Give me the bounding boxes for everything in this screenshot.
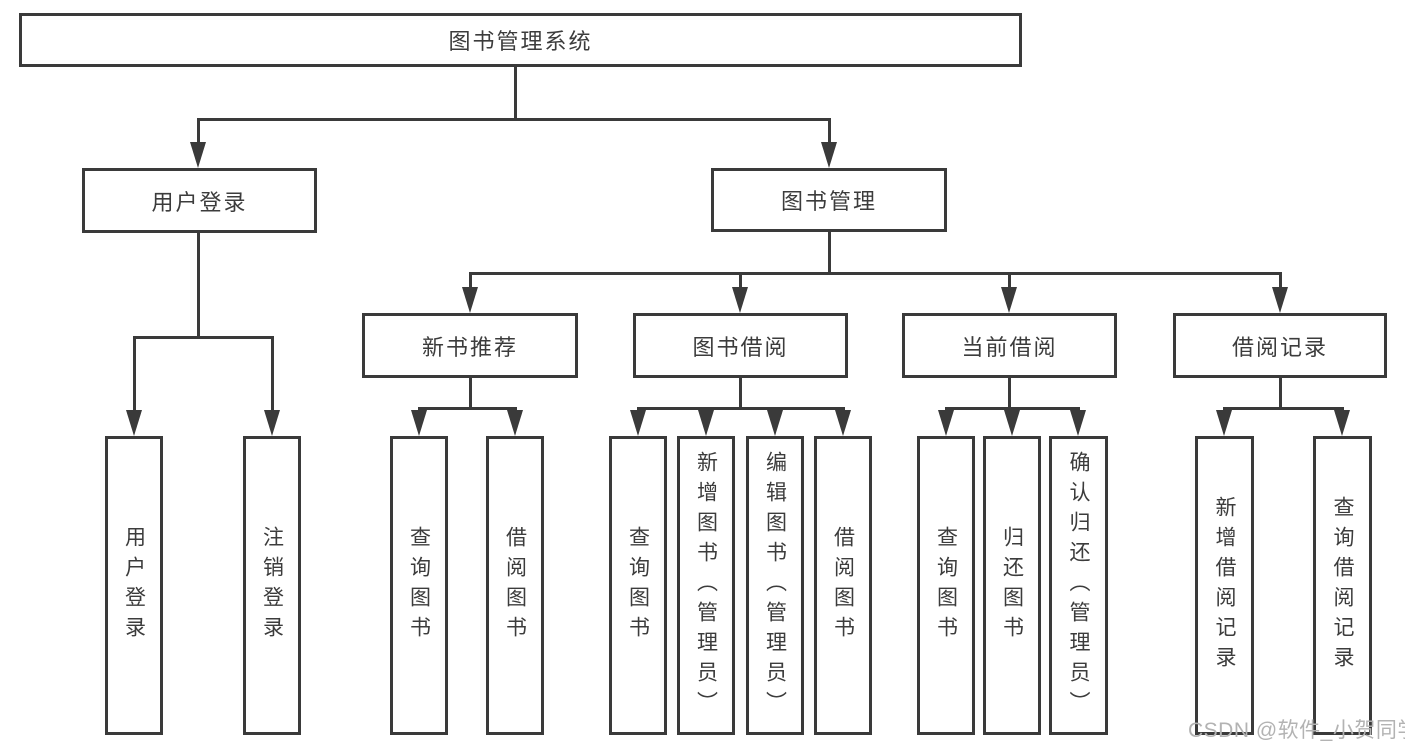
leaf-label: 新增图书（管理员） [694, 450, 718, 721]
connector-arrow-shaft [1008, 272, 1011, 290]
node-root-label: 图书管理系统 [448, 29, 593, 54]
leaf-add-book-admin: 新增图书（管理员） [677, 436, 735, 735]
node-book-management: 图书管理 [711, 168, 947, 232]
arrow-down-icon [1001, 287, 1017, 313]
leaf-query-borrow-record: 查询借阅记录 [1313, 436, 1372, 735]
node-borrow-record: 借阅记录 [1173, 313, 1387, 378]
connector-stem [1279, 378, 1282, 407]
arrow-down-icon [264, 410, 280, 436]
leaf-borrow-book: 借阅图书 [814, 436, 872, 735]
leaf-label: 借阅图书 [831, 525, 855, 646]
leaf-confirm-return-admin: 确认归还（管理员） [1049, 436, 1108, 735]
connector-arrow-shaft [197, 118, 200, 146]
arrow-down-icon [835, 410, 851, 436]
connector-stem [739, 378, 742, 407]
leaf-user-login: 用户登录 [105, 436, 163, 735]
arrow-down-icon [821, 142, 837, 168]
node-current-borrow: 当前借阅 [902, 313, 1117, 378]
node-label: 新书推荐 [421, 334, 518, 360]
arrow-down-icon [190, 142, 206, 168]
leaf-label: 查询借阅记录 [1331, 495, 1354, 676]
leaf-borrow-book-recommend: 借阅图书 [486, 436, 544, 735]
connector-stem [1008, 378, 1011, 407]
node-book-borrow: 图书借阅 [633, 313, 848, 378]
leaf-query-book-current: 查询图书 [917, 436, 975, 735]
connector-arrow-shaft [828, 118, 831, 146]
leaf-label: 查询图书 [626, 525, 650, 646]
connector-arrow-shaft [271, 336, 274, 414]
arrow-down-icon [126, 410, 142, 436]
connector-root-branch [197, 118, 831, 121]
connector-arrow-shaft [469, 272, 472, 290]
connector-mgmt-branch [469, 272, 1281, 275]
connector-branch [418, 407, 517, 410]
connector-login-stem [197, 233, 200, 336]
node-label: 图书管理 [780, 189, 877, 214]
node-root: 图书管理系统 [19, 13, 1022, 67]
leaf-query-book-recommend: 查询图书 [390, 436, 448, 735]
arrow-down-icon [938, 410, 954, 436]
leaf-label: 编辑图书（管理员） [763, 450, 787, 721]
node-new-book-recommend: 新书推荐 [362, 313, 578, 378]
connector-arrow-shaft [1279, 272, 1282, 290]
leaf-label: 借阅图书 [503, 525, 527, 646]
node-label: 当前借阅 [961, 334, 1058, 360]
arrow-down-icon [698, 410, 714, 436]
arrow-down-icon [1070, 410, 1086, 436]
arrow-down-icon [507, 410, 523, 436]
connector-branch [637, 407, 844, 410]
arrow-down-icon [1004, 410, 1020, 436]
connector-mgmt-stem [828, 232, 831, 272]
leaf-label: 注销登录 [260, 525, 284, 646]
leaf-add-borrow-record: 新增借阅记录 [1195, 436, 1254, 735]
leaf-label: 确认归还（管理员） [1067, 450, 1090, 721]
connector-arrow-shaft [133, 336, 136, 414]
arrow-down-icon [732, 287, 748, 313]
arrow-down-icon [1216, 410, 1232, 436]
node-label: 用户登录 [151, 189, 248, 215]
arrow-down-icon [630, 410, 646, 436]
leaf-label: 归还图书 [1000, 525, 1024, 646]
node-user-login: 用户登录 [82, 168, 317, 233]
connector-stem [469, 378, 472, 407]
node-label: 图书借阅 [692, 334, 789, 360]
csdn-watermark: CSDN @软件_小贺同学 [1188, 719, 1405, 742]
leaf-label: 查询图书 [407, 525, 431, 646]
leaf-return-book: 归还图书 [983, 436, 1041, 735]
connector-root-stem [514, 67, 517, 118]
leaf-label: 查询图书 [934, 525, 958, 646]
leaf-query-book-borrow: 查询图书 [609, 436, 667, 735]
arrow-down-icon [1334, 410, 1350, 436]
arrow-down-icon [1272, 287, 1288, 313]
leaf-label: 新增借阅记录 [1213, 495, 1236, 676]
arrow-down-icon [462, 287, 478, 313]
arrow-down-icon [767, 410, 783, 436]
connector-login-branch [133, 336, 273, 339]
leaf-logout: 注销登录 [243, 436, 301, 735]
leaf-label: 用户登录 [122, 525, 146, 646]
node-label: 借阅记录 [1231, 334, 1328, 360]
connector-branch [1223, 407, 1344, 410]
leaf-edit-book-admin: 编辑图书（管理员） [746, 436, 804, 735]
arrow-down-icon [411, 410, 427, 436]
connector-arrow-shaft [739, 272, 742, 290]
